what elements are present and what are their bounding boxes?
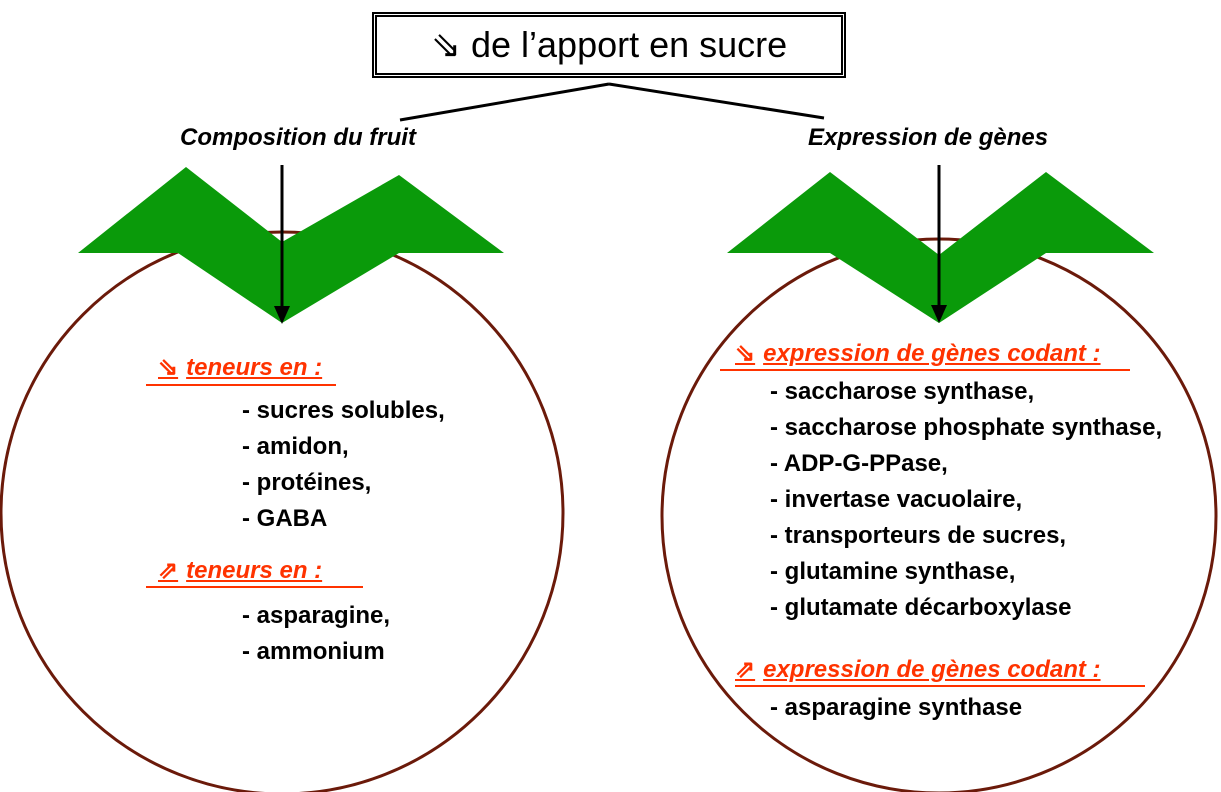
list-item: - asparagine synthase: [770, 694, 1023, 721]
decrease-arrow-icon: ⇘: [158, 354, 179, 381]
list-item: - amidon,: [242, 433, 349, 460]
heading-text: teneurs en :: [186, 557, 323, 584]
right-decrease-heading: ⇘ expression de gènes codant :: [735, 339, 1101, 369]
list-item: - glutamate décarboxylase: [770, 594, 1072, 621]
connector-left: [399, 82, 610, 122]
title-text: de l’apport en sucre: [470, 24, 788, 65]
heading-text: teneurs en :: [186, 354, 323, 381]
list-item: - GABA: [242, 505, 328, 532]
list-item: - invertase vacuolaire,: [770, 486, 1023, 513]
list-item: - protéines,: [242, 469, 372, 496]
increase-arrow-icon: ⇗: [158, 557, 179, 584]
list-item: - saccharose synthase,: [770, 378, 1035, 405]
list-item: - ADP-G-PPase,: [770, 450, 948, 477]
connector-right: [608, 82, 825, 120]
branch-label-right: Expression de gènes: [808, 124, 1049, 151]
list-item: - asparagine,: [242, 602, 391, 629]
left-increase-heading: ⇗ teneurs en :: [158, 556, 322, 586]
increase-arrow-icon: ⇗: [735, 656, 756, 683]
list-item: - saccharose phosphate synthase,: [770, 414, 1163, 441]
branch-label-left: Composition du fruit: [180, 124, 416, 151]
title-box: ⇘ de l’apport en sucre: [372, 12, 846, 78]
list-item: - transporteurs de sucres,: [770, 522, 1067, 549]
list-item: - glutamine synthase,: [770, 558, 1016, 585]
right-increase-heading: ⇗ expression de gènes codant :: [735, 655, 1101, 685]
left-increase-list: - asparagine, - ammonium: [242, 598, 390, 670]
arrow-head-right: [931, 305, 947, 323]
decrease-arrow-icon: ⇘: [430, 24, 461, 65]
list-item: - sucres solubles,: [242, 397, 445, 424]
heading-text: expression de gènes codant :: [763, 340, 1101, 367]
decrease-arrow-icon: ⇘: [735, 340, 756, 367]
list-item: - ammonium: [242, 638, 385, 665]
right-increase-list: - asparagine synthase: [770, 690, 1022, 726]
heading-text: expression de gènes codant :: [763, 656, 1101, 683]
right-decrease-list: - saccharose synthase, - saccharose phos…: [770, 374, 1162, 626]
leaf-right: [727, 172, 1154, 323]
leaf-left: [78, 167, 504, 323]
arrow-head-left: [274, 306, 290, 324]
left-decrease-heading: ⇘ teneurs en :: [158, 353, 322, 383]
left-decrease-list: - sucres solubles, - amidon, - protéines…: [242, 393, 445, 537]
